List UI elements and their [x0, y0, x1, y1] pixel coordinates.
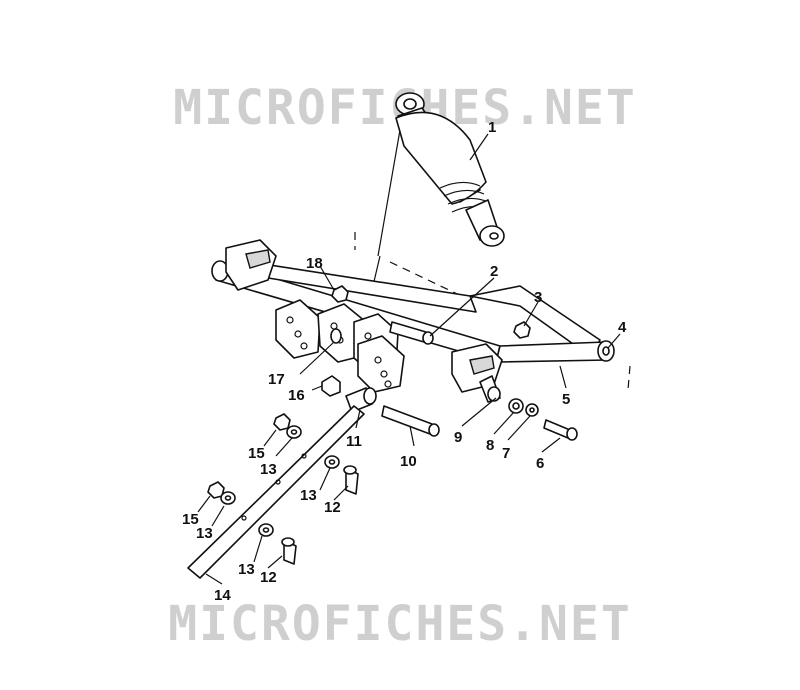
mounting-plates: [275, 299, 405, 393]
callout-3: 3: [534, 289, 542, 306]
callout-4: 4: [618, 319, 627, 336]
callout-13a: 13: [260, 461, 277, 478]
callout-14: 14: [214, 587, 231, 604]
callout-12b: 12: [260, 569, 277, 586]
callout-7: 7: [502, 445, 510, 462]
callout-16: 16: [288, 387, 305, 404]
strap-assembly: [187, 405, 365, 579]
callout-2: 2: [490, 263, 498, 280]
callout-17: 17: [268, 371, 285, 388]
callout-18: 18: [306, 255, 323, 272]
callout-13c: 13: [196, 525, 213, 542]
callout-8: 8: [486, 437, 494, 454]
callout-1: 1: [488, 119, 496, 136]
callout-15a: 15: [248, 445, 265, 462]
watermark: MICROFICHES.NET MICROFICHES.NET: [168, 80, 634, 652]
callout-11: 11: [346, 433, 362, 450]
hardware: [321, 285, 578, 441]
callout-13b: 13: [300, 487, 317, 504]
callout-15b: 15: [182, 511, 199, 528]
callout-9: 9: [454, 429, 462, 446]
callout-numbers: 1 2 3 4 5 6 7 8 9 10 11 12 12 13 13 13 1…: [182, 119, 627, 604]
callout-6: 6: [536, 455, 544, 472]
callout-5: 5: [562, 391, 570, 408]
shock-absorber: [371, 92, 505, 291]
watermark-bottom: MICROFICHES.NET: [168, 596, 631, 652]
callout-13d: 13: [238, 561, 255, 578]
callout-12a: 12: [324, 499, 341, 516]
leader-lines: [197, 133, 621, 585]
callout-10: 10: [400, 453, 417, 470]
